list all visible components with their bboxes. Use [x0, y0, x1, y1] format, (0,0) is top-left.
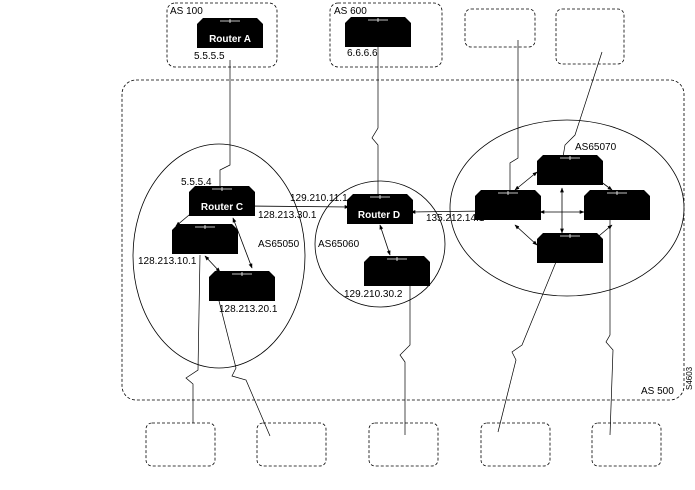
- router-d: Router D: [346, 193, 414, 225]
- bottom-peer-box-4: [480, 422, 551, 467]
- router-d-to-ring-ip: 135.212.14.1: [426, 213, 485, 224]
- link-peer1-ring: [509, 40, 519, 190]
- router-c-ext-ip: 5.5.5.4: [181, 177, 212, 188]
- as100-label: AS 100: [170, 6, 203, 17]
- router-c-label: Router C: [201, 202, 243, 213]
- as600-label: AS 600: [334, 6, 367, 17]
- link-a-c: [219, 60, 231, 188]
- as65050-ellipse: [132, 143, 306, 369]
- router-icon: [363, 255, 431, 287]
- router-d-to-c-ip: 129.210.11.1: [290, 193, 348, 204]
- as65050-label: AS65050: [258, 239, 300, 250]
- top-peer-box-2: [555, 8, 625, 65]
- link-left-bottom1: [185, 254, 201, 423]
- router-as600: [344, 16, 412, 48]
- router-ring-top: [536, 154, 604, 186]
- as65060-ellipse: [314, 180, 446, 308]
- bottom-router-ip: 128.213.20.1: [219, 304, 278, 315]
- as100-box: [166, 2, 278, 68]
- bottom-peer-box-1: [145, 422, 216, 467]
- router-a-label: Router A: [209, 34, 251, 45]
- router-icon: [344, 16, 412, 48]
- left-router-ip: 128.213.10.1: [138, 256, 197, 267]
- link-left-bottom: [204, 255, 221, 273]
- link-d-dbottom: [379, 224, 391, 256]
- link-ring-bottom4: [497, 261, 557, 433]
- as500-label: AS 500: [641, 386, 674, 397]
- link-d-bottom3: [399, 285, 411, 435]
- link-as600-d: [371, 47, 379, 196]
- link-c-d: [245, 204, 350, 209]
- router-ring-left: [474, 189, 542, 221]
- as500-box: [121, 79, 685, 401]
- as600-box: [329, 2, 443, 68]
- link-bottom-bottom2: [217, 296, 271, 437]
- as65070-ellipse: [449, 119, 685, 297]
- router-d-bottom: [363, 255, 431, 287]
- link-c-bottom: [232, 217, 253, 269]
- router-icon: [536, 154, 604, 186]
- as65060-label: AS65060: [318, 239, 360, 250]
- router-d-label: Router D: [358, 210, 400, 221]
- router-c-to-d-ip: 128.213.30.1: [258, 210, 317, 221]
- router-icon: [171, 223, 239, 255]
- link-ring-lt: [514, 171, 538, 191]
- router-left: [171, 223, 239, 255]
- router-icon: [208, 270, 276, 302]
- top-peer-box-1: [464, 8, 536, 48]
- link-peer2-ring: [562, 51, 603, 158]
- router-a-ip: 5.5.5.5: [194, 51, 225, 62]
- router-ring-bottom: [536, 232, 604, 264]
- bottom-peer-box-2: [256, 422, 327, 467]
- router-icon: [474, 189, 542, 221]
- link-d-ring: [410, 209, 486, 214]
- router-icon: [536, 232, 604, 264]
- as600-router-ip: 6.6.6.6: [347, 48, 378, 59]
- bottom-peer-box-3: [368, 422, 439, 467]
- router-ring-right: [583, 189, 651, 221]
- bottom-peer-box-5: [591, 422, 662, 467]
- router-icon: [583, 189, 651, 221]
- router-bottom: [208, 270, 276, 302]
- as65070-label: AS65070: [575, 142, 617, 153]
- d-bottom-router-ip: 129.210.30.2: [344, 289, 403, 300]
- figure-id: S4603: [685, 366, 694, 390]
- router-c: Router C: [188, 185, 256, 217]
- router-a: Router A: [196, 17, 264, 49]
- link-ring-bottom5: [605, 220, 614, 436]
- link-ring-lb: [514, 224, 538, 246]
